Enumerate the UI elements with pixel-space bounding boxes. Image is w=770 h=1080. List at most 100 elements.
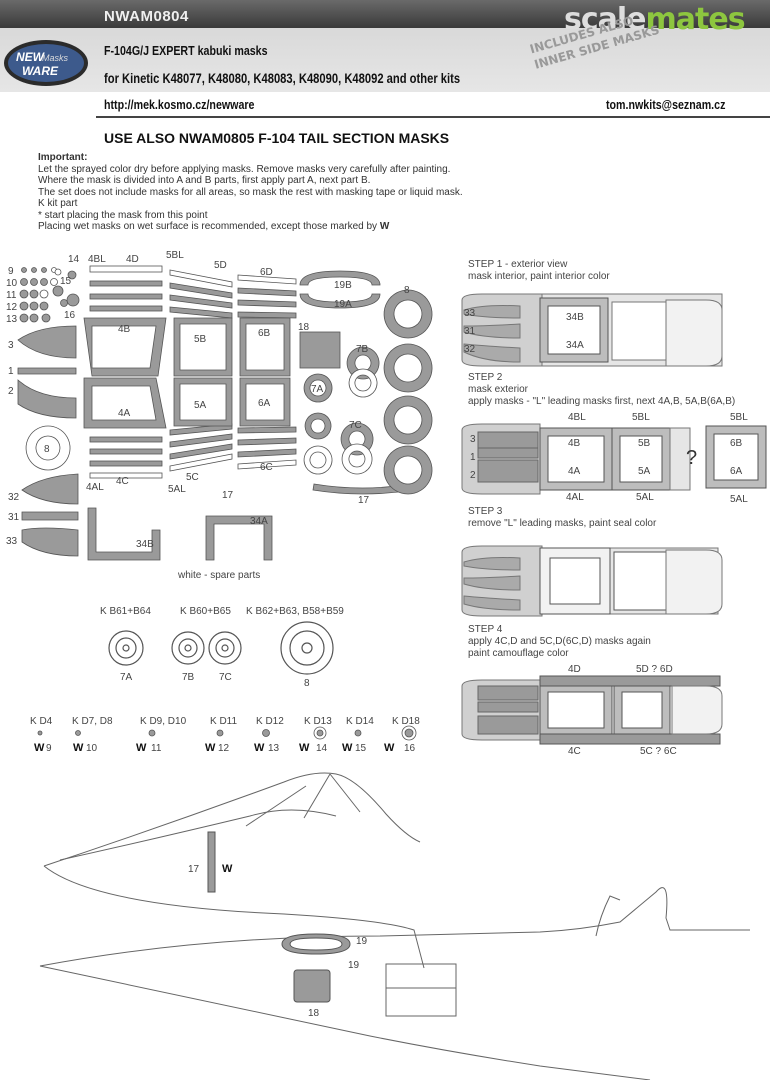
svg-text:9: 9 [46,743,52,754]
svg-text:17: 17 [188,864,200,875]
frame-4B [83,317,167,377]
contact-email: tom.nwkits@seznam.cz [606,97,726,112]
svg-text:5AL: 5AL [730,494,748,505]
svg-text:6B: 6B [730,438,743,449]
svg-text:4BL: 4BL [568,412,586,423]
use-also-note: USE ALSO NWAM0805 F-104 TAIL SECTION MAS… [104,130,450,146]
svg-text:14: 14 [68,254,80,265]
svg-text:4BL: 4BL [88,254,106,265]
aircraft-side-view: 19 19 18 [39,887,750,1080]
mask-2 [17,379,77,419]
svg-text:17: 17 [222,490,234,501]
svg-text:11: 11 [6,290,17,301]
svg-text:K D4: K D4 [30,716,53,727]
aircraft-front-view: 17 W [43,772,425,969]
product-code: NWAM0804 [104,8,189,25]
svg-text:STEP 3: STEP 3 [468,506,503,517]
svg-text:K D12: K D12 [256,716,284,727]
svg-text:8: 8 [44,444,50,455]
svg-text:19A: 19A [334,299,352,310]
svg-text:7C: 7C [219,672,232,683]
svg-text:16: 16 [64,310,76,321]
product-title: F-104G/J EXPERT kabuki masks [104,43,268,58]
svg-text:remove "L" leading masks, pain: remove "L" leading masks, paint seal col… [468,518,657,529]
frame-4A [83,377,167,429]
svg-text:W: W [34,742,45,754]
step-4: STEP 4 apply 4C,D and 5C,D(6C,D) masks a… [461,624,723,757]
step-2: STEP 2 mask exterior apply masks - "L" l… [461,372,767,505]
svg-text:K D11: K D11 [210,716,237,727]
svg-text:4A: 4A [568,466,581,477]
svg-text:12: 12 [6,302,18,313]
svg-text:4AL: 4AL [566,492,584,503]
svg-text:STEP 2: STEP 2 [468,372,503,383]
svg-text:2: 2 [470,470,476,481]
svg-text:12: 12 [218,743,230,754]
svg-text:STEP 4: STEP 4 [468,624,503,635]
svg-text:18: 18 [308,1008,320,1019]
wheel-kit-7B7C: K B60+B65 [180,606,231,617]
svg-text:1: 1 [470,452,476,463]
svg-text:white - spare parts: white - spare parts [177,570,260,581]
important-notes: Important: Let the sprayed color dry bef… [38,152,463,232]
svg-text:31: 31 [8,512,20,523]
svg-text:8: 8 [404,285,410,296]
watermark-logo: scalemates [564,2,746,37]
svg-text:6B: 6B [258,328,271,339]
svg-text:19: 19 [356,936,368,947]
wheel-kit-7A: K B61+B64 [100,606,151,617]
mask-31 [21,511,79,521]
svg-text:4D: 4D [126,254,139,265]
svg-text:7A: 7A [120,672,133,683]
header-divider [96,116,770,118]
lights-section: K D4 K D7, D8 K D9, D10 K D11 K D12 K D1… [30,716,420,754]
svg-text:2: 2 [8,386,14,397]
svg-text:15: 15 [355,743,367,754]
svg-text:4AL: 4AL [86,482,104,493]
svg-text:18: 18 [298,322,310,333]
svg-text:6C: 6C [260,462,273,473]
step-1: STEP 1 - exterior view mask interior, pa… [461,259,723,367]
mask-3 [17,325,77,359]
strip-masks-6 [237,274,297,470]
frame-5B [173,317,233,377]
svg-text:13: 13 [6,314,18,325]
svg-text:K D13: K D13 [304,716,332,727]
svg-text:paint camouflage color: paint camouflage color [468,648,569,659]
svg-text:STEP 1 - exterior view: STEP 1 - exterior view [468,259,568,270]
svg-text:31: 31 [464,326,476,337]
website-url: http://mek.kosmo.cz/newware [104,97,255,112]
svg-text:13: 13 [268,743,280,754]
svg-text:K D14: K D14 [346,716,374,727]
svg-text:15: 15 [60,276,72,287]
svg-text:34B: 34B [566,312,584,323]
svg-text:11: 11 [151,743,162,754]
mask-33 [21,527,79,557]
mask-19B [299,270,381,286]
mask-17-applied [207,831,216,893]
svg-text:5AL: 5AL [636,492,654,503]
svg-text:4B: 4B [118,324,131,335]
svg-text:7C: 7C [349,420,362,431]
svg-text:W: W [384,742,395,754]
svg-text:17: 17 [358,495,370,506]
svg-text:5BL: 5BL [730,412,748,423]
frame-5A [173,377,233,427]
svg-text:5BL: 5BL [166,250,184,261]
wheel-section: K B61+B64 K B60+B65 K B62+B63, B58+B59 7… [100,606,344,689]
question-mark: ? [686,447,697,469]
svg-text:3: 3 [470,434,476,445]
svg-text:W: W [205,742,216,754]
svg-text:6A: 6A [730,466,743,477]
svg-text:apply masks - "L" leading mask: apply masks - "L" leading masks first, n… [468,396,735,407]
svg-text:5C ? 6C: 5C ? 6C [640,746,677,757]
svg-text:mask exterior: mask exterior [468,384,529,395]
svg-text:mask interior, paint interior: mask interior, paint interior color [468,271,610,282]
mask-18-applied [293,969,331,1003]
mask-34A [205,515,273,561]
strip-masks-5 [169,269,233,472]
svg-text:33: 33 [6,536,18,547]
svg-text:K D9, D10: K D9, D10 [140,716,187,727]
svg-text:Masks: Masks [42,53,69,63]
svg-text:K D7, D8: K D7, D8 [72,716,113,727]
